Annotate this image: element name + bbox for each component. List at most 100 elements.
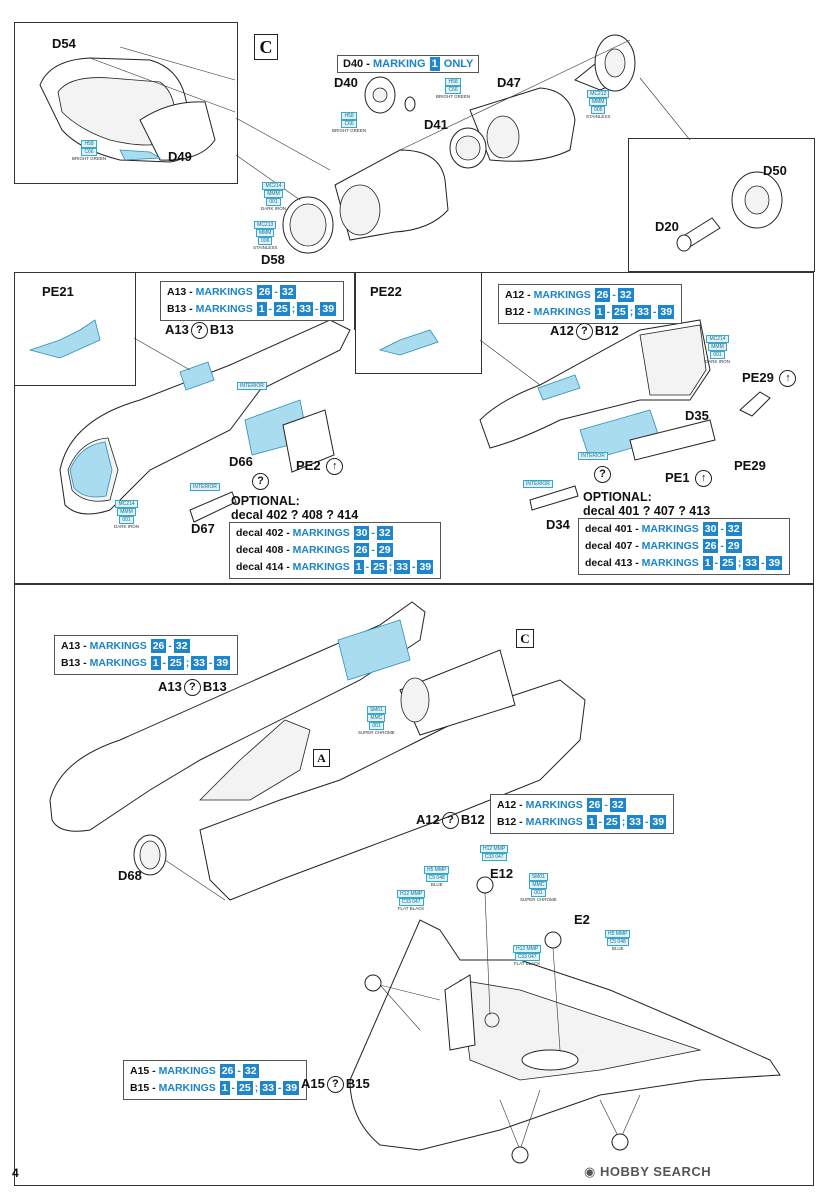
paint-tag-e2-chrome: SM01 MMC 001 SUPER CHROME — [520, 873, 557, 902]
question-icon: ? — [250, 473, 271, 491]
label-d34: D34 — [546, 517, 570, 532]
paint-tag-e12-blue: H5 MMP C5 048 BLUE — [424, 866, 450, 888]
tag-code: H58 — [81, 140, 97, 148]
label-d49: D49 — [168, 149, 192, 164]
tag-code2: C66 — [341, 120, 357, 128]
marking-row: A12 - MARKINGS 26-32 — [505, 288, 634, 302]
watermark: ◉ HOBBY SEARCH — [584, 1164, 712, 1179]
marking-row: B12 - MARKINGS 1-25;33-39 — [497, 815, 667, 829]
label-pe22: PE22 — [370, 284, 402, 299]
paint-tag-d49: H58 C66 BRIGHT GREEN — [72, 140, 106, 162]
paint-tag-e2-black: H12 MMP C33 047 FLAT BLACK — [513, 945, 542, 966]
tag-caption: BRIGHT GREEN — [332, 128, 367, 133]
tag-code: H58 — [445, 78, 461, 86]
tag-caption: STAINLESS — [253, 245, 278, 250]
markings-a13-b13-mid: A13 - MARKINGS 26-32 B13 - MARKINGS 1-25… — [160, 281, 345, 321]
tag-caption: BRIGHT GREEN — [72, 156, 107, 161]
fuselage-right-drawing — [378, 319, 771, 511]
label-e12: E12 — [490, 866, 514, 881]
middle-divider — [354, 272, 355, 330]
tag-code2: MMM — [264, 190, 283, 198]
callout-c-bottom: C — [516, 629, 534, 648]
decal-row: decal 407 - MARKINGS 26-29 — [585, 539, 742, 553]
markings-a15-b15: A15 - MARKINGS 26-32 B15 - MARKINGS 1-25… — [123, 1060, 308, 1100]
label-pe29-top: PE29 ↑ — [742, 370, 798, 388]
paint-tag-e12-a: H12 MMP C33 047 — [480, 845, 509, 861]
decals-left: decal 402 - MARKINGS 30-32 decal 408 - M… — [229, 522, 442, 579]
question-icon: ? — [326, 1076, 344, 1094]
decal-row: decal 413 - MARKINGS 1-25;33-39 — [585, 556, 783, 570]
fuselage-assembly-drawing — [49, 601, 586, 901]
markings-a12-b12-mid: A12 - MARKINGS 26-32 B12 - MARKINGS 1-25… — [498, 284, 683, 324]
paint-tag-e12-black: H12 MMP C33 047 FLAT BLACK — [397, 890, 426, 911]
question-icon: ? — [575, 323, 593, 341]
tag-caption: DARK IRON — [261, 206, 287, 211]
decal-row: decal 408 - MARKINGS 26-29 — [236, 543, 393, 557]
paint-tag-interior-d67: INTERIOR — [190, 483, 220, 491]
header-part: D40 — [343, 58, 364, 70]
tag-code2: C66 — [81, 148, 97, 156]
header-marking: MARKING — [372, 58, 426, 70]
question-icon: ? — [183, 679, 201, 697]
fuselage-left-drawing — [28, 319, 351, 523]
question-icon: ? — [592, 466, 613, 484]
marking-row: B15 - MARKINGS 1-25;33-39 — [130, 1081, 300, 1095]
paint-tag-d41: H58 C66 BRIGHT GREEN — [436, 78, 470, 100]
paint-tag-interior-mid-left: INTERIOR — [237, 382, 267, 390]
marking-row: B12 - MARKINGS 1-25;33-39 — [505, 305, 675, 319]
header-dash: - — [363, 58, 373, 70]
markings-a13-b13-bottom: A13 - MARKINGS 26-32 B13 - MARKINGS 1-25… — [54, 635, 239, 675]
d50-d20-drawing — [676, 171, 783, 252]
paint-tag-e2-blue: H5 MMP C5 048 BLUE — [605, 930, 631, 952]
paint-tag-d47: MC212 MMM 005 STAINLESS — [586, 90, 610, 120]
callout-a-bottom: A — [313, 749, 330, 767]
label-d54: D54 — [52, 36, 76, 51]
markings-a12-b12-bottom: A12 - MARKINGS 26-32 B12 - MARKINGS 1-25… — [490, 794, 675, 834]
engine-drawing — [235, 34, 691, 254]
tag-code2: MMM — [255, 229, 275, 237]
optional-title-right: OPTIONAL: — [583, 490, 652, 504]
callout-c-top: C — [254, 34, 278, 60]
choice-a13-b13-mid: A13?B13 — [165, 322, 234, 340]
arrow-up-icon: ↑ — [779, 370, 797, 388]
marking-row: A12 - MARKINGS 26-32 — [497, 798, 626, 812]
label-pe2: PE2 ↑ — [296, 458, 345, 476]
section-top-left-inset — [14, 22, 238, 184]
arrow-up-icon: ↑ — [326, 458, 344, 476]
section-bottom-frame — [14, 584, 814, 1186]
arrow-up-icon: ↑ — [695, 470, 713, 488]
header-only: ONLY — [443, 58, 474, 70]
tag-code3: 005 — [591, 106, 606, 114]
d40-marking-header: D40 - MARKING 1 ONLY — [337, 55, 480, 73]
paint-tag-d58a: MC214 MMM 001 DARK IRON — [261, 182, 286, 212]
d54-d49-drawing — [39, 46, 236, 163]
label-d41: D41 — [424, 117, 448, 132]
tag-code: MC212 — [587, 90, 610, 98]
marking-row: B13 - MARKINGS 1-25;33-39 — [61, 656, 231, 670]
pe21-inset — [14, 272, 136, 386]
marking-row: B13 - MARKINGS 1-25;33-39 — [167, 302, 337, 316]
paint-tag-dark-iron-mid-right: MC214 MMM 001 DARK IRON — [705, 335, 731, 364]
question-icon: ? — [190, 322, 208, 340]
tag-code2: MMM — [588, 98, 608, 106]
pe22-inset — [355, 272, 482, 374]
tag-code2: C66 — [445, 86, 461, 94]
label-e2: E2 — [574, 912, 590, 927]
optional-line-right: decal 401 ? 407 ? 413 — [583, 504, 711, 518]
tag-code: MC213 — [254, 221, 277, 229]
paint-tag-d58b: MC213 MMM 006 STAINLESS — [253, 221, 277, 251]
choice-a12-b12-bottom: A12?B12 — [416, 812, 485, 830]
label-d67: D67 — [191, 521, 215, 536]
watermark-icon: ◉ — [584, 1164, 600, 1179]
tag-caption: STAINLESS — [586, 114, 611, 119]
label-d66: D66 — [229, 454, 253, 469]
tag-code: H58 — [341, 112, 357, 120]
label-pe1: PE1 ↑ — [665, 470, 714, 488]
label-pe29: PE29 — [734, 458, 766, 473]
label-d68: D68 — [118, 868, 142, 883]
decal-row: decal 402 - MARKINGS 30-32 — [236, 526, 393, 540]
choice-a13-b13-bottom: A13?B13 — [158, 679, 227, 697]
optional-title-left: OPTIONAL: — [231, 494, 300, 508]
label-d58: D58 — [261, 252, 285, 267]
